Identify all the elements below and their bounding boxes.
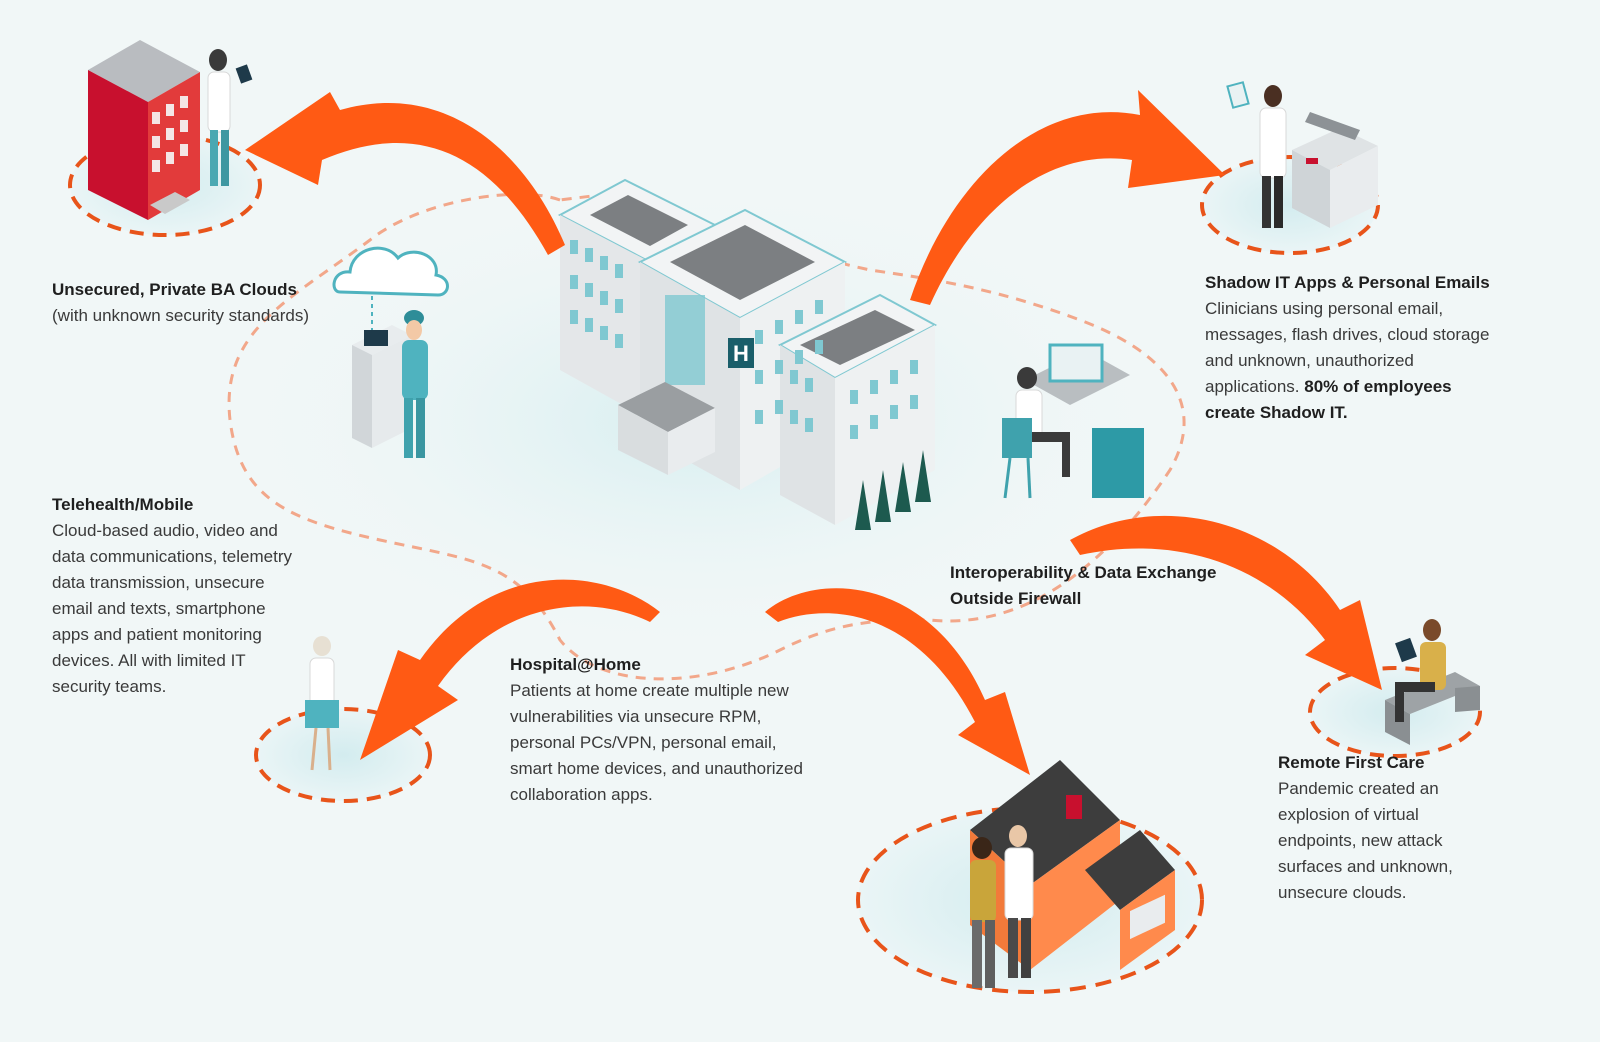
remote-line: unsecure clouds.: [1278, 883, 1407, 902]
telehealth-line: data transmission, unsecure: [52, 573, 265, 592]
hospital-home-line: vulnerabilities via unsecure RPM,: [510, 707, 762, 726]
arrow-shadow-it: [910, 90, 1225, 305]
arrows: [245, 90, 1382, 775]
telehealth-line: Cloud-based audio, video and: [52, 521, 278, 540]
hospital-sign: [728, 338, 754, 368]
bench-icon: [1308, 619, 1482, 758]
telehealth-line: devices. All with limited IT: [52, 651, 246, 670]
ba-clouds-title: Unsecured, Private BA Clouds: [52, 280, 297, 299]
arrow-hospital-home: [765, 588, 1030, 775]
telehealth-title: Telehealth/Mobile: [52, 495, 194, 514]
arrow-telehealth: [360, 579, 660, 760]
hospital-home-line: Patients at home create multiple new: [510, 681, 789, 700]
arrow-remote-care: [1070, 515, 1382, 690]
remote-line: endpoints, new attack: [1278, 831, 1443, 850]
shadow-it-stat-end: create Shadow IT.: [1205, 403, 1348, 422]
interop-title-2: Outside Firewall: [950, 589, 1082, 608]
telehealth-line: apps and patient monitoring: [52, 625, 262, 644]
house-icon: [856, 760, 1204, 994]
network-boundary: [227, 192, 1186, 681]
desk-icon: [1002, 343, 1144, 499]
shadow-it-line: Clinicians using personal email,: [1205, 299, 1444, 318]
ba-clouds-body: (with unknown security standards): [52, 306, 310, 325]
shadow-it-stat: 80% of employees: [1304, 377, 1452, 396]
ba-cloud-building-icon: [68, 40, 262, 237]
hospital-home-line: collaboration apps.: [510, 785, 653, 804]
label-remote: Remote First Care Pandemic created an ex…: [1278, 750, 1518, 906]
arrow-ba-clouds: [245, 92, 565, 255]
remote-line: surfaces and unknown,: [1278, 857, 1453, 876]
label-telehealth: Telehealth/Mobile Cloud-based audio, vid…: [52, 492, 342, 700]
telehealth-line: data communications, telemetry: [52, 547, 292, 566]
telehealth-line: security teams.: [52, 677, 167, 696]
hospital-home-line: personal PCs/VPN, personal email,: [510, 733, 777, 752]
remote-line: Pandemic created an: [1278, 779, 1439, 798]
label-interop: Interoperability & Data Exchange Outside…: [950, 560, 1250, 612]
shadow-it-line-mixed: applications. 80% of employees: [1205, 374, 1545, 400]
hospital-icon: H: [557, 178, 938, 530]
shadow-it-title: Shadow IT Apps & Personal Emails: [1205, 273, 1490, 292]
label-hospital-home: Hospital@Home Patients at home create mu…: [510, 652, 850, 808]
hospital-home-line: smart home devices, and unauthorized: [510, 759, 803, 778]
interop-title-1: Interoperability & Data Exchange: [950, 563, 1217, 582]
hospital-home-title: Hospital@Home: [510, 655, 641, 674]
remote-title: Remote First Care: [1278, 753, 1425, 772]
shadow-it-plain: applications.: [1205, 377, 1305, 396]
printer-icon: [1200, 81, 1380, 255]
remote-line: explosion of virtual: [1278, 805, 1419, 824]
label-ba-clouds: Unsecured, Private BA Clouds (with unkno…: [52, 277, 382, 329]
telehealth-cloud-icon: [332, 246, 449, 458]
shadow-it-line: messages, flash drives, cloud storage: [1205, 325, 1490, 344]
label-shadow-it: Shadow IT Apps & Personal Emails Clinici…: [1205, 270, 1545, 426]
shadow-it-line: and unknown, unauthorized: [1205, 351, 1414, 370]
hospital-sign-letter: H: [733, 341, 749, 366]
telehealth-line: email and texts, smartphone: [52, 599, 266, 618]
